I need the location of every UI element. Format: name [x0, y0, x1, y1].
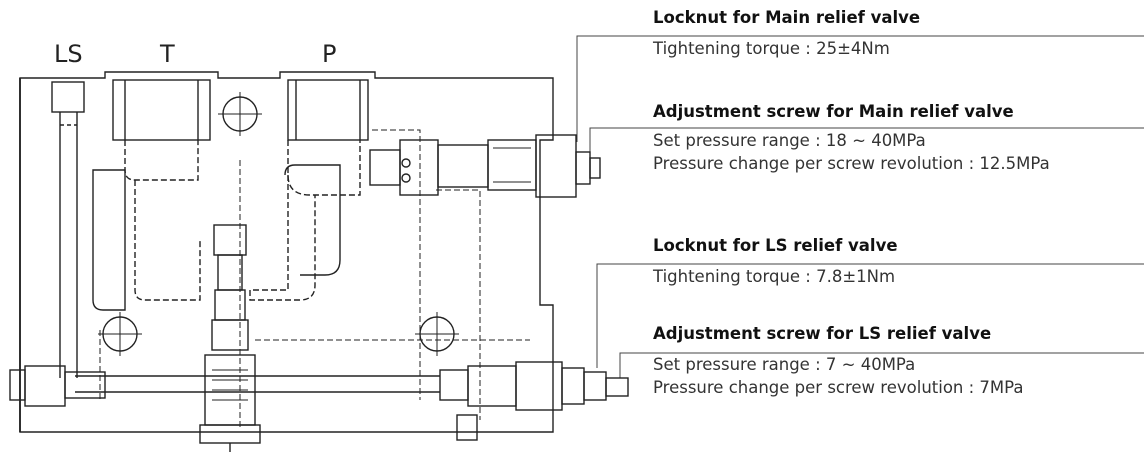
callout-title: Adjustment screw for Main relief valve: [653, 102, 1014, 121]
callout-main-adjustment-screw: Adjustment screw for Main relief valve S…: [653, 102, 1144, 175]
center-valve-stack: [199, 224, 261, 452]
callout-title: Adjustment screw for LS relief valve: [653, 324, 992, 343]
callout-text: Set pressure range : 18 ~ 40MPa: [653, 131, 926, 150]
callout-text: Tightening torque : 25±4Nm: [653, 39, 890, 58]
port-label-t: T: [160, 40, 175, 68]
callout-ls-locknut: Locknut for LS relief valve Tightening t…: [653, 236, 1144, 288]
port-label-p: P: [322, 40, 337, 68]
callout-title: Locknut for LS relief valve: [653, 236, 898, 255]
ls-passage: [51, 81, 85, 378]
callout-text: Set pressure range : 7 ~ 40MPa: [653, 355, 916, 374]
p-port: [249, 79, 369, 301]
ls-relief-valve-drawing: [439, 361, 629, 441]
callout-ls-adjustment-screw: Adjustment screw for LS relief valve Set…: [653, 324, 1144, 399]
leader-lines: [576, 35, 1144, 378]
bolt-holes: [98, 92, 459, 356]
callout-text: Pressure change per screw revolution : 7…: [653, 378, 1024, 397]
main-relief-valve-drawing: [369, 134, 601, 198]
port-label-ls: LS: [54, 40, 83, 68]
internal-passages: [99, 129, 530, 430]
callout-title: Locknut for Main relief valve: [653, 8, 921, 27]
block-outline: [19, 71, 554, 433]
callout-main-locknut: Locknut for Main relief valve Tightening…: [653, 8, 1144, 60]
callout-text: Pressure change per screw revolution : 1…: [653, 154, 1050, 173]
ls-horizontal-line: [9, 365, 440, 407]
t-port: [92, 79, 211, 311]
callout-text: Tightening torque : 7.8±1Nm: [653, 267, 896, 286]
